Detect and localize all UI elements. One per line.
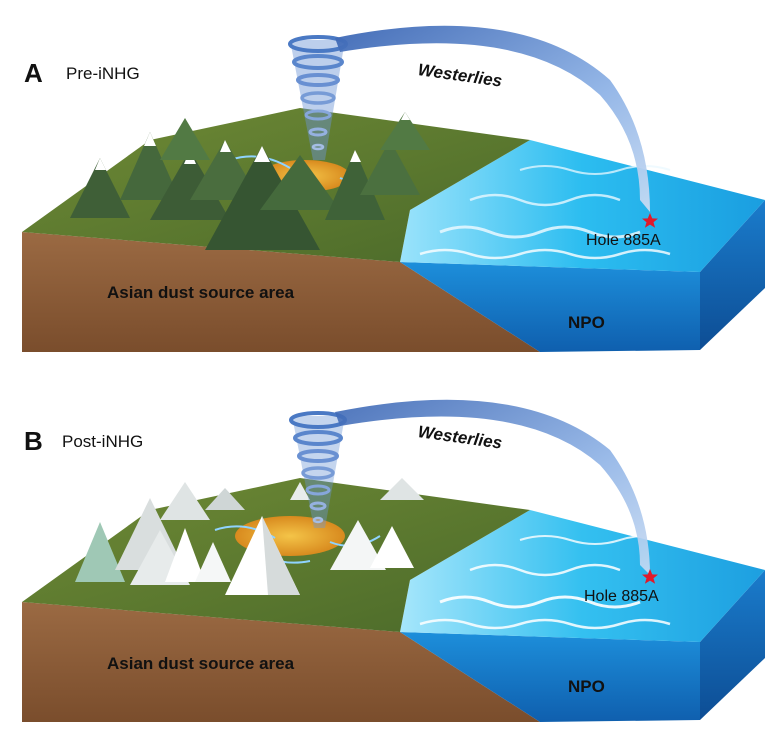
ocean-surface [400, 140, 765, 272]
ocean-label: NPO [568, 677, 605, 696]
ocean-side-face [400, 632, 700, 722]
wave [439, 225, 641, 239]
ocean-right-face [700, 570, 765, 720]
wave [469, 193, 621, 207]
land-label: Asian dust source area [107, 283, 295, 302]
panel-subtitle: Post-iNHG [62, 432, 144, 451]
wave [419, 618, 671, 630]
panel-letter: B [24, 426, 43, 456]
land-label: Asian dust source area [107, 654, 295, 673]
panel-pre-inhg: A Pre-iNHG Westerlies Hole 885A Asian du… [0, 0, 783, 370]
dust-storm-tornado [289, 411, 347, 528]
soil-layer [22, 232, 540, 352]
westerlies-arrow [335, 399, 650, 575]
panel-letter: A [24, 58, 43, 88]
ocean-right-face [700, 200, 765, 350]
site-star [642, 213, 658, 228]
soil-layer [22, 602, 540, 722]
site-star [642, 569, 658, 584]
ocean-side-face [400, 262, 700, 352]
block-diagram-scene [22, 25, 765, 352]
wave [439, 595, 641, 609]
ocean-label: NPO [568, 313, 605, 332]
snow-covered-mountain-range [75, 478, 424, 595]
ocean-surface [400, 510, 765, 642]
wave [469, 563, 621, 577]
panel-subtitle: Pre-iNHG [66, 64, 140, 83]
westerlies-arrow [335, 25, 650, 212]
site-label: Hole 885A [584, 588, 659, 605]
block-diagram-scene [22, 399, 765, 722]
site-label: Hole 885A [586, 232, 661, 249]
wave [419, 248, 671, 260]
mountain-range [70, 112, 430, 250]
panel-post-inhg: B Post-iNHG Westerlies Hole 885A Asian d… [0, 370, 783, 740]
